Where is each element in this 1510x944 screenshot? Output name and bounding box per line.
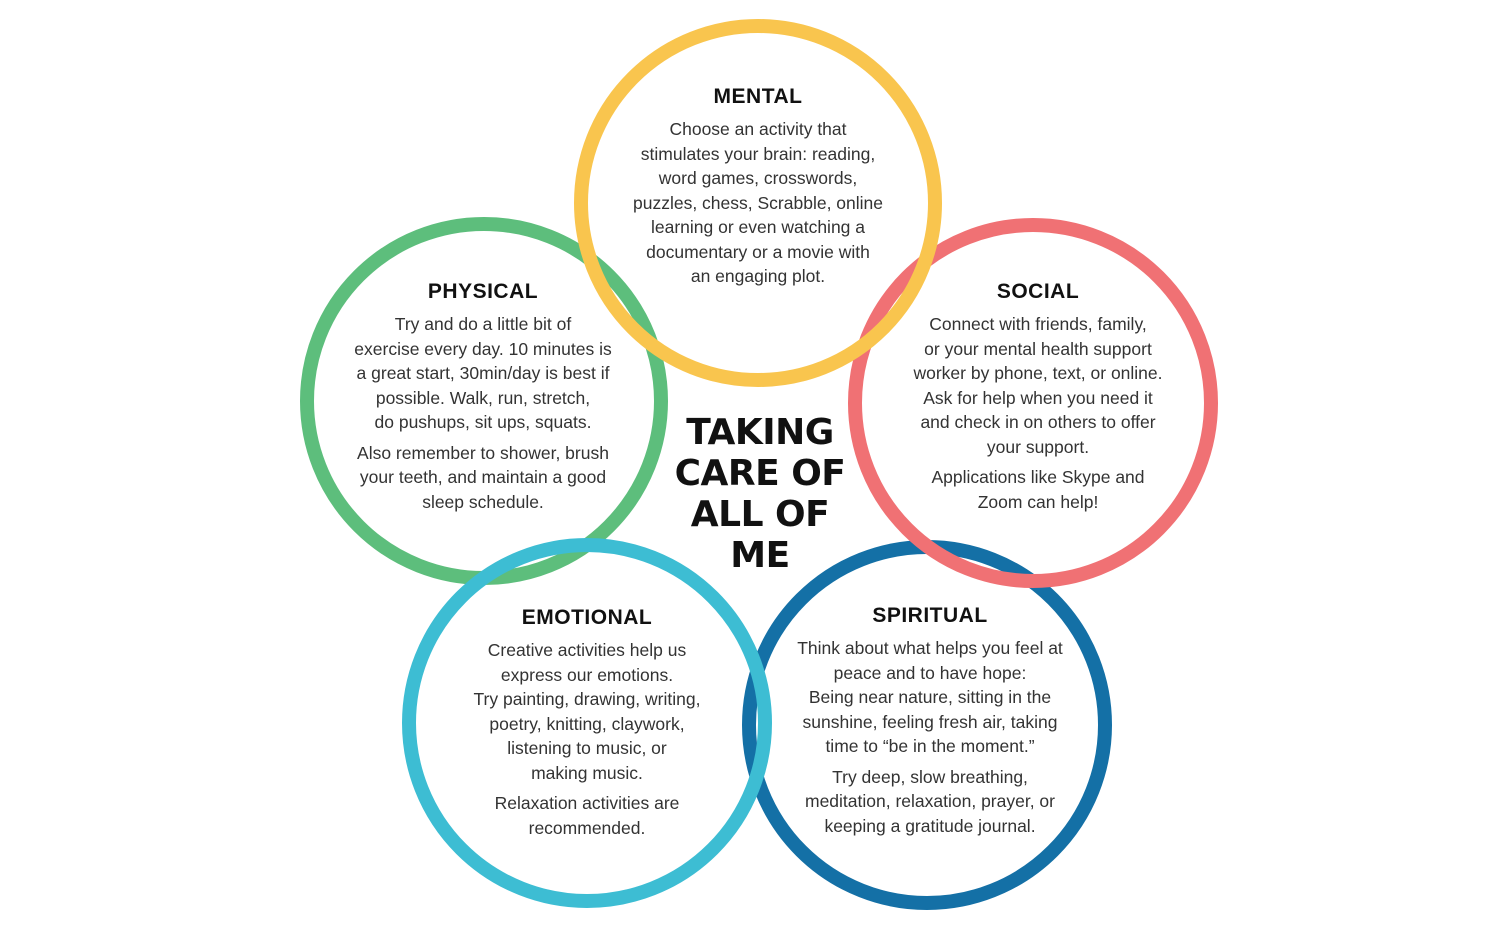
spiritual-line: Think about what helps you feel at (797, 638, 1063, 658)
spiritual-text-2: Try deep, slow breathing, meditation, re… (772, 765, 1088, 839)
emotional-line: poetry, knitting, claywork, (489, 713, 685, 734)
spiritual-line: meditation, relaxation, prayer, or (805, 791, 1055, 811)
mental-title: MENTAL (713, 85, 803, 108)
center-title-line: CARE OF (674, 453, 846, 494)
social-ring (848, 218, 1218, 588)
mental-line: an engaging plot. (690, 266, 826, 286)
emotional-line: Relaxation activities are (494, 793, 680, 813)
physical-text: Try and do a little bit of exercise ever… (332, 312, 634, 435)
physical-line: exercise every day. 10 minutes is (354, 338, 612, 359)
emotional-text: Creative activities help us express our … (438, 638, 736, 785)
emotional-line: making music. (531, 762, 643, 783)
physical-line: a great start, 30min/day is best if (356, 363, 610, 383)
emotional-line: Creative activities help us (487, 640, 687, 660)
social-line: worker by phone, text, or online. (913, 363, 1163, 383)
social-title: SOCIAL (996, 280, 1080, 303)
social-line: Applications like Skype and (931, 467, 1145, 487)
physical-line: sleep schedule. (422, 491, 544, 512)
social-line: Ask for help when you need it (923, 387, 1153, 408)
emotional-line: Try painting, drawing, writing, (473, 689, 701, 709)
mental-ring (574, 19, 942, 387)
center-title-line: TAKING (686, 412, 834, 453)
physical-line: do pushups, sit ups, squats. (374, 412, 592, 432)
mental-line: learning or even watching a (650, 217, 866, 237)
mental-line: documentary or a movie with (646, 241, 870, 262)
spiritual-section: SPIRITUAL Think about what helps you fee… (772, 603, 1088, 844)
physical-line: your teeth, and maintain a good (359, 467, 607, 487)
emotional-section: EMOTIONAL Creative activities help us ex… (438, 605, 736, 846)
spiritual-line: Try deep, slow breathing, (832, 766, 1028, 787)
mental-section: MENTAL Choose an activity that stimulate… (618, 84, 898, 295)
center-title: TAKING CARE OF ALL OF ME (640, 412, 880, 576)
mental-line: puzzles, chess, Scrabble, online (633, 192, 883, 213)
spiritual-line: peace and to have hope: (833, 662, 1027, 683)
social-text-2: Applications like Skype and Zoom can hel… (883, 465, 1193, 514)
social-section: SOCIAL Connect with friends, family, or … (883, 279, 1193, 520)
physical-line: Try and do a little bit of (394, 314, 572, 334)
social-line: Connect with friends, family, (929, 314, 1147, 334)
spiritual-line: time to “be in the moment.” (825, 736, 1035, 756)
emotional-line: listening to music, or (507, 738, 667, 758)
social-line: Zoom can help! (977, 491, 1099, 512)
social-line: and check in on others to offer (920, 412, 1156, 432)
spiritual-line: keeping a gratitude journal. (824, 815, 1036, 836)
emotional-ring (402, 538, 772, 908)
physical-line: possible. Walk, run, stretch, (375, 387, 591, 408)
mental-text: Choose an activity that stimulates your … (618, 117, 898, 289)
physical-text-2: Also remember to shower, brush your teet… (332, 441, 634, 515)
emotional-title: EMOTIONAL (521, 606, 653, 629)
spiritual-title: SPIRITUAL (872, 604, 988, 627)
center-title-line: ALL OF (690, 494, 830, 535)
mental-line: stimulates your brain: reading, (640, 143, 876, 164)
social-line: or your mental health support (924, 338, 1152, 359)
mental-line: Choose an activity that (669, 119, 847, 139)
mental-line: word games, crosswords, (658, 168, 858, 188)
emotional-line: recommended. (528, 817, 646, 838)
spiritual-text: Think about what helps you feel at peace… (772, 636, 1088, 759)
physical-line: Also remember to shower, brush (357, 442, 609, 463)
physical-title: PHYSICAL (427, 280, 539, 303)
spiritual-line: Being near nature, sitting in the (808, 687, 1052, 707)
physical-section: PHYSICAL Try and do a little bit of exer… (332, 279, 634, 520)
social-line: your support. (986, 436, 1090, 457)
spiritual-line: sunshine, feeling fresh air, taking (802, 711, 1058, 732)
center-title-line: ME (730, 535, 790, 576)
emotional-line: express our emotions. (500, 664, 674, 685)
emotional-text-2: Relaxation activities are recommended. (438, 791, 736, 840)
social-text: Connect with friends, family, or your me… (883, 312, 1193, 459)
